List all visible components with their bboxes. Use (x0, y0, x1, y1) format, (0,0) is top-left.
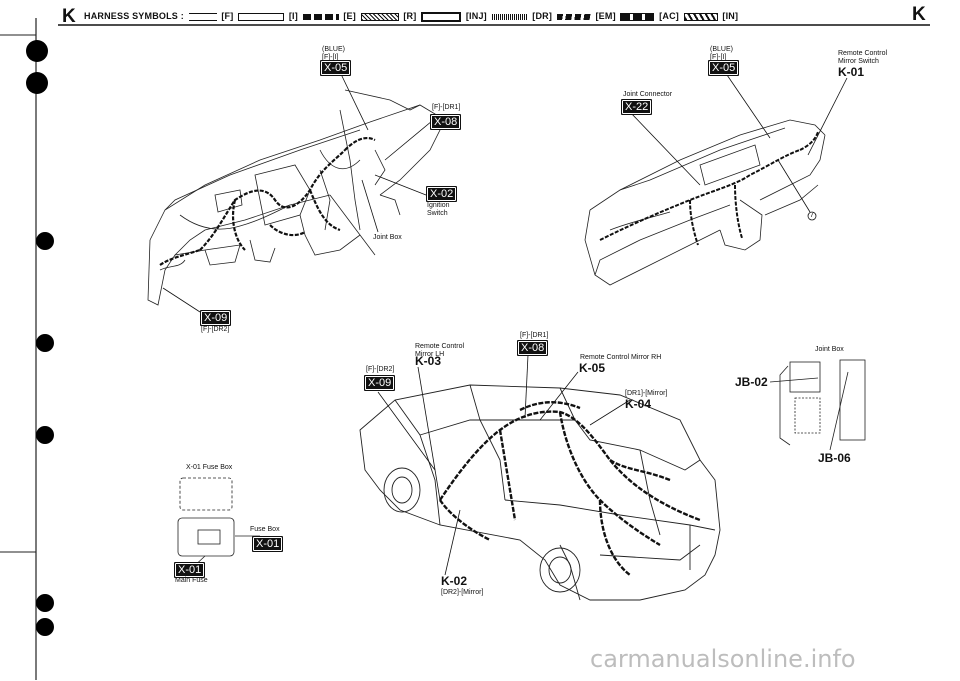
connector-note: [F]-[DR1] (520, 332, 549, 339)
component-note: Remote Control Mirror RH (580, 354, 662, 361)
component-k03: K-03 (415, 354, 442, 368)
binder-hole (36, 618, 54, 636)
harness-symbols-header: HARNESS SYMBOLS : [F] [I] [E] [R] [INJ] … (84, 11, 738, 22)
binder-hole (36, 594, 54, 612)
symbol-e-icon (302, 13, 339, 20)
component-k02: K-02 (441, 574, 468, 588)
symbol-f-label: [F] (221, 11, 234, 21)
right-harness (599, 131, 819, 246)
component-note: [DR2]-[Mirror] (441, 589, 484, 596)
fuse-box-drawing (177, 477, 260, 571)
watermark: carmanualsonline.info (590, 645, 856, 673)
symbol-ac-label: [AC] (659, 11, 679, 21)
symbol-inj-icon (421, 11, 462, 22)
car-drawing (359, 384, 721, 601)
symbol-ac-icon (620, 12, 655, 21)
symbol-dr-icon (491, 13, 528, 20)
symbol-i-label: [I] (288, 11, 298, 21)
symbol-r-label: [R] (403, 11, 417, 21)
connector-x08-car: X-08 (517, 340, 549, 356)
component-note: Remote Control Mirror LH (415, 343, 465, 358)
fuse-box-title: X-01 Fuse Box (186, 464, 233, 471)
car-harness (439, 401, 701, 576)
connector-x05-left: X-05 (320, 60, 352, 76)
connector-note: [F]-[DR1] (432, 104, 461, 111)
marker-7: 7 (810, 212, 814, 219)
binder-hole (36, 426, 54, 444)
left-harness (159, 136, 376, 266)
joint-box-jb02: JB-02 (735, 375, 768, 389)
component-note: [DR1]-[Mirror] (625, 390, 668, 397)
joint-box-label: Joint Box (373, 234, 402, 241)
joint-box-jb06: JB-06 (818, 451, 851, 465)
binder-hole (36, 232, 54, 250)
binder-hole (26, 72, 48, 94)
component-k04: K-04 (625, 397, 652, 411)
component-k05: K-05 (579, 361, 606, 375)
connector-x09-car: X-09 (364, 375, 396, 391)
connector-x02: X-02 (426, 186, 458, 202)
connector-note: Joint Connector (623, 91, 673, 98)
symbol-em-icon (556, 13, 591, 20)
connector-note: Ignition Switch (427, 202, 450, 217)
symbol-in-icon (683, 12, 718, 21)
connector-x09-left: X-09 (200, 310, 232, 326)
connector-note: (BLUE) [F]-[I] (710, 46, 733, 61)
joint-box-drawing (769, 359, 866, 451)
symbol-dr-label: [DR] (532, 11, 553, 21)
symbol-i-icon (238, 12, 285, 21)
binder-hole (26, 40, 48, 62)
main-fuse-label: Main Fuse (175, 577, 208, 584)
left-dashboard-drawing (147, 89, 446, 306)
fuse-box-label: Fuse Box (250, 526, 280, 533)
connector-note: [F]-[DR2] (366, 366, 395, 373)
harness-symbols-title: HARNESS SYMBOLS : (84, 11, 184, 21)
connector-note: [F]-[DR2] (201, 326, 230, 333)
symbol-em-label: [EM] (595, 11, 616, 21)
connector-note: (BLUE) [F]-[I] (322, 46, 345, 61)
symbol-r-icon (360, 12, 399, 21)
symbol-f-icon (188, 12, 217, 21)
right-dashboard-drawing (584, 119, 826, 286)
page-letter-left: K (62, 6, 76, 27)
component-k01: K-01 (838, 65, 865, 79)
page-letter-right: K (912, 4, 926, 25)
connector-x05-right: X-05 (708, 60, 740, 76)
symbol-in-label: [IN] (722, 11, 739, 21)
symbol-e-label: [E] (343, 11, 356, 21)
connector-x01: X-01 (252, 536, 284, 552)
connector-x08-left: X-08 (430, 114, 462, 130)
component-note: Remote Control Mirror Switch (838, 50, 888, 65)
joint-box-title: Joint Box (815, 346, 844, 353)
connector-x22: X-22 (621, 99, 653, 115)
symbol-inj-label: [INJ] (465, 11, 487, 21)
binder-hole (36, 334, 54, 352)
connector-x01-main: X-01 (174, 562, 206, 578)
